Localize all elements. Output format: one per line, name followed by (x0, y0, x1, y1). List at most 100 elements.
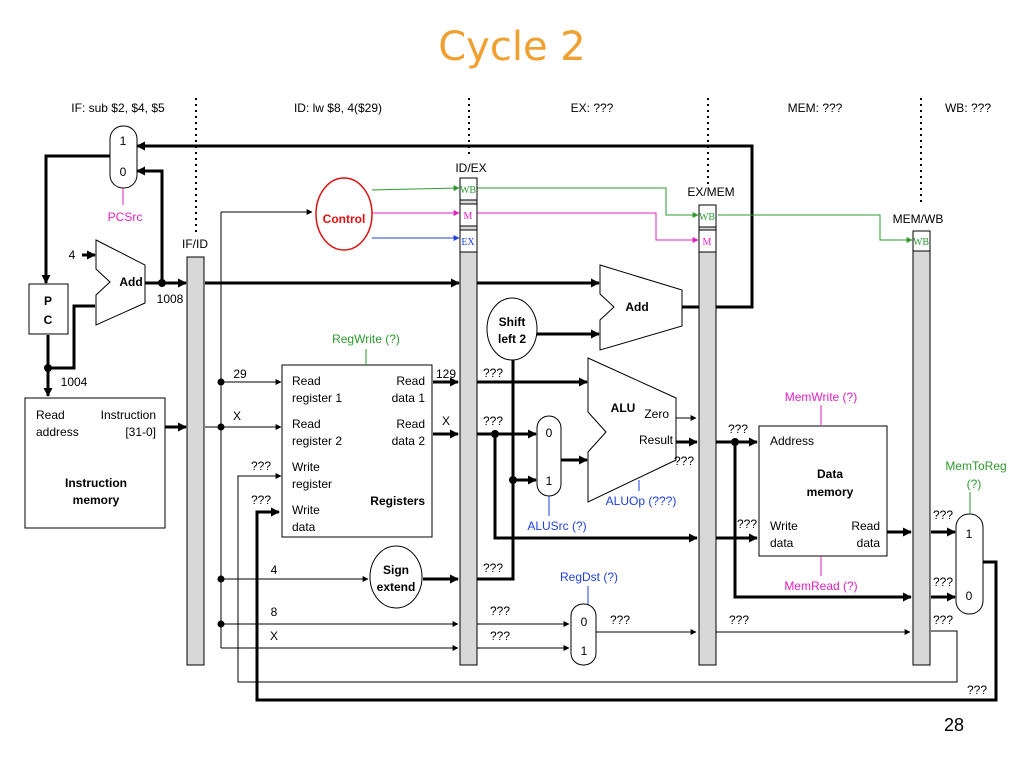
im-bits-label: [31-0] (125, 425, 156, 439)
if-adder: Add 4 (69, 239, 146, 326)
regdst-label: RegDst (?) (560, 570, 618, 584)
value-idex-immediate: ??? (483, 561, 503, 575)
signal-value-labels: 29 X ??? ??? 129 X 4 8 X ??? ??? ??? ???… (233, 366, 987, 697)
alu-result-label: Result (639, 433, 674, 447)
value-writeback-data: ??? (967, 683, 987, 697)
im-read-label: Read (36, 408, 65, 422)
value-idex-rt: ??? (490, 604, 510, 618)
stage-label-if: IF: sub $2, $4, $5 (71, 101, 165, 115)
rf-read-reg2-line2: register 2 (292, 434, 342, 448)
alusrc-label: ALUSrc (?) (527, 519, 586, 533)
memtoreg-mux-input-1: 1 (966, 527, 973, 541)
constant-4-label: 4 (69, 248, 76, 262)
control-label: Control (323, 212, 366, 226)
value-exmem-address: ??? (728, 422, 748, 436)
control-unit: Control (315, 177, 373, 251)
pipeline-register-ex-mem: WB M EX/MEM (687, 185, 735, 666)
pcsrc-label: PCSrc (108, 210, 143, 224)
value-immediate: 4 (271, 563, 278, 577)
pc-mux-input-0-label: 0 (120, 165, 127, 179)
stage-label-wb: WB: ??? (945, 101, 991, 115)
value-memwb-alu: ??? (933, 575, 953, 589)
pc-label-p: P (44, 294, 52, 308)
dm-read-data-line2: data (857, 536, 881, 550)
pipeline-register-if-id: IF/ID (182, 237, 208, 666)
value-exmem-destination: ??? (729, 613, 749, 627)
im-name-line1: Instruction (65, 476, 127, 490)
pc-label-c: C (44, 313, 53, 327)
value-rt-field: 8 (271, 605, 278, 619)
value-read-data1: 129 (436, 367, 456, 381)
rf-read-data1-line2: data 1 (392, 391, 426, 405)
dm-write-data-line2: data (770, 536, 794, 550)
memtoreg-label-line1: MemToReg (945, 459, 1006, 473)
aluop-label: ALUOp (???) (606, 494, 677, 508)
pc-source-mux: 1 0 PCSrc (108, 125, 143, 224)
shift-left-line1: Shift (499, 315, 526, 329)
sign-extend-line1: Sign (383, 563, 409, 577)
memread-label: MemRead (?) (784, 579, 857, 593)
memtoreg-mux-input-0: 0 (966, 589, 973, 603)
sign-extend-line2: extend (377, 580, 416, 594)
slide-title: Cycle 2 (438, 24, 585, 70)
memtoreg-mux: 1 0 MemToReg (?) (945, 459, 1007, 615)
program-counter: P C (28, 283, 69, 335)
alu-zero-label: Zero (644, 407, 669, 421)
dm-name-line1: Data (817, 467, 843, 481)
id-ex-ex-field: EX (461, 237, 475, 248)
alusrc-mux: 0 1 ALUSrc (?) (527, 415, 587, 533)
stage-label-id: ID: lw $8, 4($29) (294, 101, 382, 115)
rf-read-data1-line1: Read (396, 374, 425, 388)
alusrc-mux-input-1: 1 (546, 474, 553, 488)
mem-wb-label: MEM/WB (893, 212, 944, 226)
pc-plus4-value: 1008 (157, 292, 184, 306)
im-instruction-label: Instruction (101, 408, 156, 422)
rf-read-reg1-line2: register 1 (292, 391, 342, 405)
if-id-label: IF/ID (182, 237, 208, 251)
rf-name: Registers (370, 494, 425, 508)
value-idex-read-data2: ??? (483, 414, 503, 428)
rf-read-data2-line2: data 2 (392, 434, 426, 448)
data-memory: Address Write data Read data Data memory… (758, 390, 888, 593)
shift-left-2-unit: Shift left 2 (486, 297, 538, 361)
value-idex-rd: ??? (490, 629, 510, 643)
rf-write-data-line2: data (292, 520, 316, 534)
rf-write-data-line1: Write (292, 503, 320, 517)
alusrc-mux-input-0: 0 (546, 426, 553, 440)
instruction-memory: Read address Instruction [31-0] Instruct… (24, 397, 166, 529)
regdst-mux-input-0: 0 (581, 615, 588, 629)
regdst-mux: 0 1 RegDst (?) (560, 570, 618, 666)
stage-label-ex: EX: ??? (571, 101, 614, 115)
mem-wb-wb-field: WB (913, 237, 929, 248)
value-alu-result: ??? (674, 454, 694, 468)
branch-add-label: Add (625, 300, 648, 314)
ex-mem-label: EX/MEM (687, 185, 734, 199)
rf-read-data2-line1: Read (396, 417, 425, 431)
rf-read-reg1-line1: Read (292, 374, 321, 388)
ex-mem-m-field: M (703, 237, 712, 248)
shift-left-line2: left 2 (498, 332, 526, 346)
value-regdst-out: ??? (610, 613, 630, 627)
memtoreg-label-line2: (?) (967, 477, 982, 491)
alu: ALU Zero Result ALUOp (???) (587, 357, 677, 508)
pc-value: 1004 (61, 375, 88, 389)
value-write-register: ??? (251, 459, 271, 473)
regdst-mux-input-1: 1 (581, 644, 588, 658)
stage-separators (195, 98, 922, 232)
alu-label: ALU (611, 401, 636, 415)
value-memwb-read-data: ??? (933, 508, 953, 522)
value-rt: X (233, 409, 241, 423)
value-memwb-destination: ??? (933, 613, 953, 627)
regwrite-label: RegWrite (?) (332, 332, 400, 346)
datapath-wires (41, 141, 998, 702)
rf-read-reg2-line1: Read (292, 417, 321, 431)
stage-label-mem: MEM: ??? (788, 101, 843, 115)
control-signal-wires (371, 185, 913, 243)
im-name-line2: memory (73, 493, 120, 507)
value-rd-field: X (270, 629, 278, 643)
value-exmem-write-data: ??? (737, 517, 757, 531)
dm-read-data-line1: Read (851, 519, 880, 533)
im-address-label: address (36, 425, 79, 439)
value-write-data: ??? (251, 493, 271, 507)
